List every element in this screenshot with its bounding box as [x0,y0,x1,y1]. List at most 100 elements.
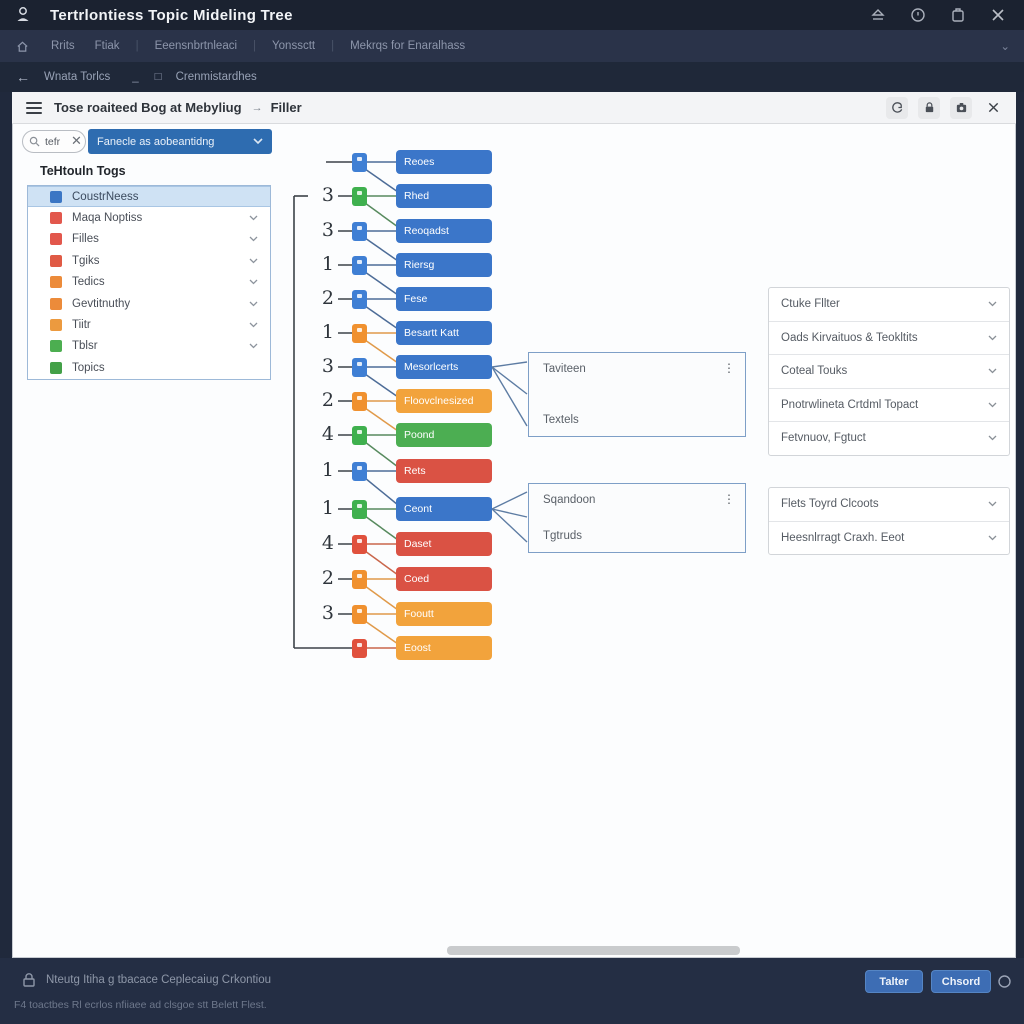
filter-dropdown-row[interactable]: Pnotrwlineta Crtdml Topact [769,387,1009,422]
chevron-down-icon[interactable] [249,340,258,352]
copy-icon[interactable] [950,7,966,23]
sidebar-item-topics[interactable]: Topics [28,357,270,378]
sidebar-item-gevtitnuthy[interactable]: Gevtitnuthy [28,293,270,314]
tree-topic-box[interactable]: Besartt Katt [396,321,492,345]
tree-node[interactable] [352,461,367,481]
tree-topic-box[interactable]: Poond [396,423,492,447]
hamburger-menu-icon[interactable] [26,101,42,114]
menu-item-ftiak[interactable]: Ftiak [94,40,120,52]
sidebar-item-label: CoustrNeess [72,190,139,203]
kebab-icon[interactable]: ⋮ [723,361,735,375]
menu-separator: | [135,40,139,52]
sidebar-item-tgiks[interactable]: Tgiks [28,250,270,271]
tree-topic-box[interactable]: Ceont [396,497,492,521]
tree-row-number: 2 [321,567,334,589]
tree-node[interactable] [352,499,367,519]
filter-dropdown-row[interactable]: Flets Toyrd Clcoots [769,488,1009,521]
detail-panel-2[interactable]: Sqandoon Tgtruds ⋮ [528,483,746,553]
menu-item-yonssctt[interactable]: Yonssctt [272,40,316,52]
chevron-down-icon[interactable] [249,233,258,245]
status-circle-icon[interactable] [997,974,1012,989]
lock-icon[interactable] [918,96,940,119]
tree-topic-box[interactable]: Reoqadst [396,219,492,243]
tree-node[interactable] [352,604,367,624]
tree-node[interactable] [352,289,367,309]
detail-panel-1[interactable]: Taviteen Textels ⋮ [528,352,746,437]
clock-icon[interactable] [910,7,926,23]
clear-search-icon[interactable]: ✕ [71,133,82,148]
filter-dropdown-label: Ctuke Fllter [781,298,840,311]
tree-topic-box[interactable]: Fooutt [396,602,492,626]
filter-dropdown-row[interactable]: Heesnlrragt Craxh. Eeot [769,520,1009,555]
menu-item-eeensnbrtnleaci[interactable]: Eeensnbrtnleaci [154,40,238,52]
tree-node[interactable] [352,638,367,658]
chevron-down-icon[interactable] [249,298,258,310]
app-user-icon [17,7,29,21]
tree-node[interactable] [352,425,367,445]
tree-topic-box[interactable]: Mesorlcerts [396,355,492,379]
tree-topic-box[interactable]: Reoes [396,150,492,174]
refresh-icon[interactable] [886,96,908,119]
restore-glyph[interactable]: □ [154,71,162,83]
camera-icon[interactable] [950,96,972,119]
filter-dropdown-row[interactable]: Coteal Touks [769,354,1009,388]
menu-item-rrits[interactable]: Rrits [51,40,75,52]
close-icon[interactable] [982,97,1004,119]
tree-node[interactable] [352,323,367,343]
chevron-down-icon[interactable] [249,276,258,288]
minimize-glyph[interactable]: _ [132,71,139,83]
search-icon [29,136,40,147]
tab-primary-label[interactable]: Wnata Torlcs [44,71,111,83]
tree-topic-box[interactable]: Fese [396,287,492,311]
sidebar-filter-dropdown[interactable]: Fanecle as aobeantidng [88,129,272,154]
tree-node[interactable] [352,152,367,172]
tree-node[interactable] [352,357,367,377]
talter-button[interactable]: Talter [865,970,923,993]
menu-item-mekrqs[interactable]: Mekrqs for Enaralhass [350,40,466,52]
filter-dropdown-row[interactable]: Oads Kirvaituos & Teokltits [769,320,1009,355]
home-icon[interactable] [16,40,29,53]
chevron-down-icon[interactable] [249,319,258,331]
tree-node[interactable] [352,255,367,275]
tree-topic-label: Coed [404,573,430,585]
kebab-icon[interactable]: ⋮ [723,492,735,506]
tree-topic-box[interactable]: Rets [396,459,492,483]
tree-topic-box[interactable]: Rhed [396,184,492,208]
sidebar-item-coustrneess[interactable]: CoustrNeess [28,186,270,208]
sidebar-item-label: Tgiks [72,254,100,267]
tree-topic-box[interactable]: Coed [396,567,492,591]
tree-topic-box[interactable]: Floovclnesized [396,389,492,413]
tab-secondary-label[interactable]: Crenmistardhes [175,71,257,83]
eject-icon[interactable] [870,7,886,23]
filter-dropdown-row[interactable]: Ctuke Fllter [769,288,1009,321]
sidebar-item-tiitr[interactable]: Tiitr [28,314,270,335]
chevron-down-icon [988,432,997,444]
back-arrow-icon[interactable]: ← [16,69,30,85]
search-input[interactable]: tefr [22,130,86,153]
dialog-title: Tose roaiteed Bog at Mebyliug [54,100,242,115]
filter-dropdown-label: Coteal Touks [781,365,848,378]
horizontal-scrollbar-thumb[interactable] [447,946,740,955]
filter-dropdown-row[interactable]: Fetvnuov, Fgtuct [769,421,1009,455]
chevron-down-icon[interactable] [249,255,258,267]
chevron-down-icon[interactable] [249,212,258,224]
tree-node[interactable] [352,391,367,411]
tree-node[interactable] [352,186,367,206]
tree-topic-box[interactable]: Eoost [396,636,492,660]
tree-node[interactable] [352,569,367,589]
topic-color-icon [50,276,62,289]
close-icon[interactable] [990,7,1006,23]
chsord-button[interactable]: Chsord [931,970,991,993]
tree-row-number: 4 [321,423,334,445]
tree-node[interactable] [352,534,367,554]
topic-color-icon [50,340,62,353]
sidebar-item-tblsr[interactable]: Tblsr [28,336,270,357]
sidebar-item-maqa noptiss[interactable]: Maqa Noptiss [28,207,270,228]
tree-topic-box[interactable]: Riersg [396,253,492,277]
tree-node[interactable] [352,221,367,241]
chevron-down-icon[interactable]: ⌄ [1000,41,1010,53]
sidebar-item-tedics[interactable]: Tedics [28,272,270,293]
sidebar-item-filles[interactable]: Filles [28,229,270,250]
tree-topic-box[interactable]: Daset [396,532,492,556]
